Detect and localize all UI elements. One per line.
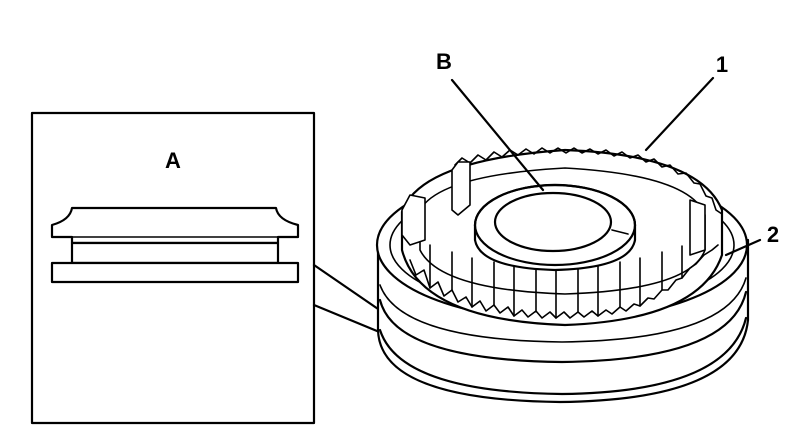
housing-bottom-edge — [378, 316, 748, 396]
callout-label-2: 2 — [767, 222, 779, 247]
seal-upper-profile — [50, 206, 300, 245]
ring-lug-front-left — [401, 194, 426, 246]
leader-2 — [724, 238, 762, 257]
ring-lug-right — [689, 199, 706, 256]
ring-slots — [429, 244, 683, 319]
detail-view-a — [30, 111, 399, 425]
ring-teeth-bottom — [409, 244, 719, 319]
leader-lines — [450, 76, 762, 257]
callout-label-1: 1 — [716, 52, 728, 77]
leader-b — [450, 78, 545, 192]
hub-outer-top-edge — [473, 183, 637, 267]
seal-middle-band — [70, 241, 280, 265]
synchronizer-assembly — [375, 147, 750, 404]
groove-lower-edge — [378, 290, 748, 364]
callout-label-b: B — [436, 49, 452, 74]
ring-lug-left — [451, 161, 471, 216]
ring-teeth-top — [454, 147, 723, 215]
hub-center-face — [493, 191, 613, 253]
seal-lower-band — [50, 261, 300, 284]
groove-upper-edge — [379, 277, 747, 343]
leader-1 — [644, 76, 715, 152]
hub-notch — [611, 229, 629, 235]
callout-label-a: A — [165, 148, 181, 173]
